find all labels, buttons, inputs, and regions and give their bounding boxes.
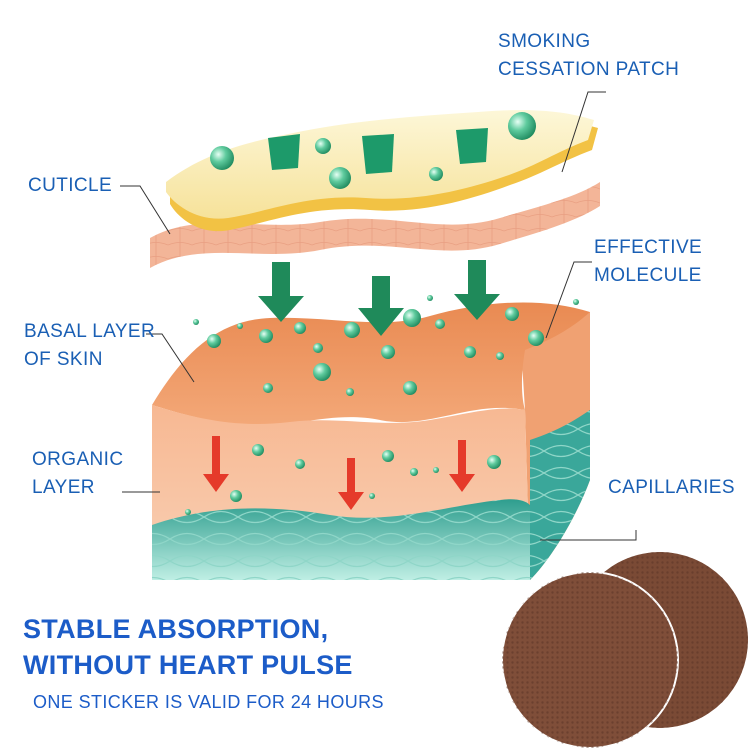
- label-line: OF SKIN: [24, 349, 103, 370]
- molecule-bubble-icon: [464, 346, 476, 358]
- downward-arrow-icon: [449, 440, 475, 492]
- label-basal-layer: BASAL LAYER OF SKIN: [24, 318, 155, 374]
- molecule-bubble-icon: [403, 309, 421, 327]
- red-arrows: [203, 436, 475, 510]
- molecule-bubble-icon: [496, 352, 504, 360]
- label-line: EFFECTIVE: [594, 237, 703, 258]
- molecule-bubble-icon: [410, 468, 418, 476]
- label-line: CUTICLE: [28, 175, 113, 196]
- molecule-bubble-icon: [381, 345, 395, 359]
- label-line: BASAL LAYER: [24, 321, 156, 342]
- green-arrows: [258, 260, 500, 336]
- molecule-bubble-icon: [185, 509, 191, 515]
- molecule-bubble-icon: [487, 455, 501, 469]
- label-line: LAYER: [32, 477, 95, 498]
- molecule-bubble-icon: [369, 493, 375, 499]
- cuticle-layer: [150, 182, 600, 268]
- headline-line-2: WITHOUT HEART PULSE: [23, 650, 353, 680]
- molecule-bubble-icon: [346, 388, 354, 396]
- molecule-bubble-icon: [344, 322, 360, 338]
- molecule-bubble-icon: [315, 138, 331, 154]
- label-line: CESSATION PATCH: [498, 59, 680, 80]
- label-smoking-cessation-patch: SMOKING CESSATION PATCH: [498, 28, 679, 84]
- patch-sticker-icon: [501, 552, 748, 749]
- molecule-bubble-icon: [295, 459, 305, 469]
- molecule-bubble-icon: [237, 323, 243, 329]
- label-line: CAPILLARIES: [608, 477, 735, 498]
- molecule-bubble-icon: [429, 167, 443, 181]
- molecule-bubble-icon: [403, 381, 417, 395]
- molecule-bubble-icon: [528, 330, 544, 346]
- molecule-bubble-icon: [193, 319, 199, 325]
- label-line: MOLECULE: [594, 265, 702, 286]
- downward-arrow-icon: [258, 262, 304, 322]
- molecule-bubble-icon: [505, 307, 519, 321]
- molecule-bubble-icon: [263, 383, 273, 393]
- label-line: SMOKING: [498, 31, 591, 52]
- subline: ONE STICKER IS VALID FOR 24 HOURS: [33, 692, 384, 712]
- downward-arrow-icon: [454, 260, 500, 320]
- molecule-bubble-icon: [252, 444, 264, 456]
- molecule-bubble-icon: [433, 467, 439, 473]
- molecule-bubble-icon: [313, 343, 323, 353]
- downward-arrow-icon: [358, 276, 404, 336]
- smoking-cessation-patch: [166, 110, 598, 232]
- label-effective-molecule: EFFECTIVE MOLECULE: [594, 234, 702, 290]
- molecule-bubble-icon: [329, 167, 351, 189]
- molecule-bubble-icon: [259, 329, 273, 343]
- label-cuticle: CUTICLE: [28, 172, 112, 200]
- label-organic-layer: ORGANIC LAYER: [32, 446, 123, 502]
- downward-arrow-icon: [338, 458, 364, 510]
- molecule-bubble-icon: [210, 146, 234, 170]
- label-capillaries: CAPILLARIES: [608, 474, 735, 502]
- label-line: ORGANIC: [32, 449, 124, 470]
- molecule-bubble-icon: [382, 450, 394, 462]
- skin-block: [152, 302, 590, 580]
- downward-arrow-icon: [203, 436, 229, 492]
- effective-molecules: [185, 112, 579, 515]
- molecule-bubble-icon: [508, 112, 536, 140]
- molecule-bubble-icon: [427, 295, 433, 301]
- molecule-bubble-icon: [435, 319, 445, 329]
- molecule-bubble-icon: [230, 490, 242, 502]
- molecule-bubble-icon: [207, 334, 221, 348]
- leader-lines: [120, 91, 637, 541]
- headline-line-1: STABLE ABSORPTION,: [23, 614, 329, 644]
- molecule-bubble-icon: [313, 363, 331, 381]
- molecule-bubble-icon: [294, 322, 306, 334]
- molecule-bubble-icon: [573, 299, 579, 305]
